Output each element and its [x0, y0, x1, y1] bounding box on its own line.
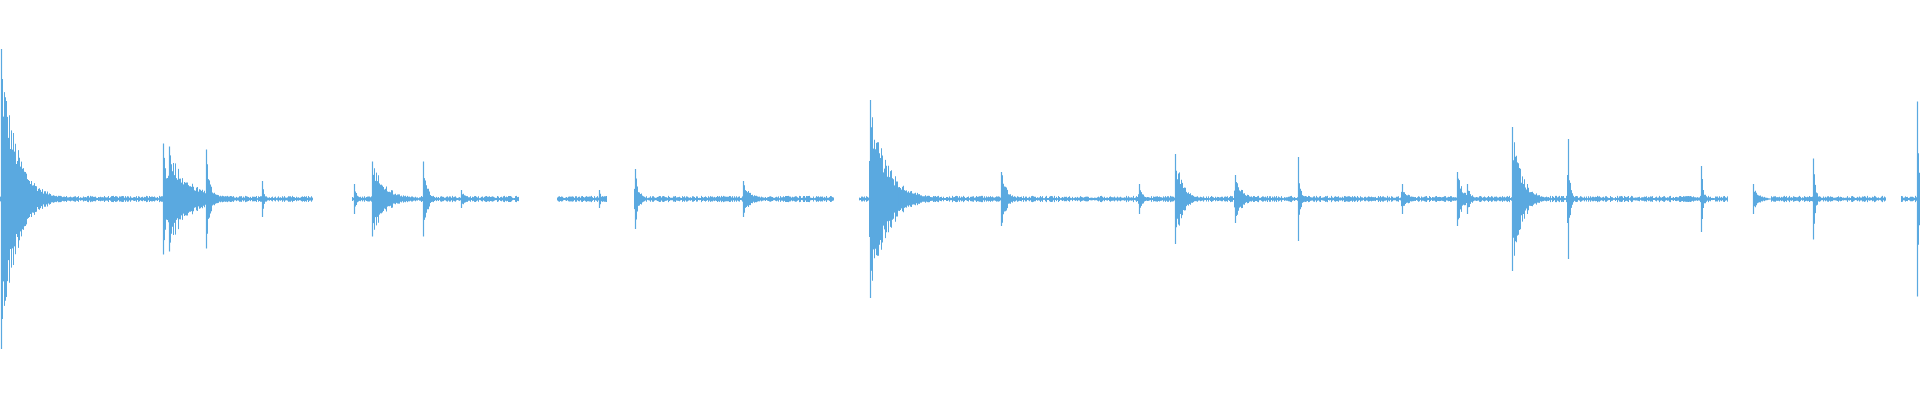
waveform-path [0, 74, 1920, 324]
waveform-bars [0, 49, 1920, 349]
